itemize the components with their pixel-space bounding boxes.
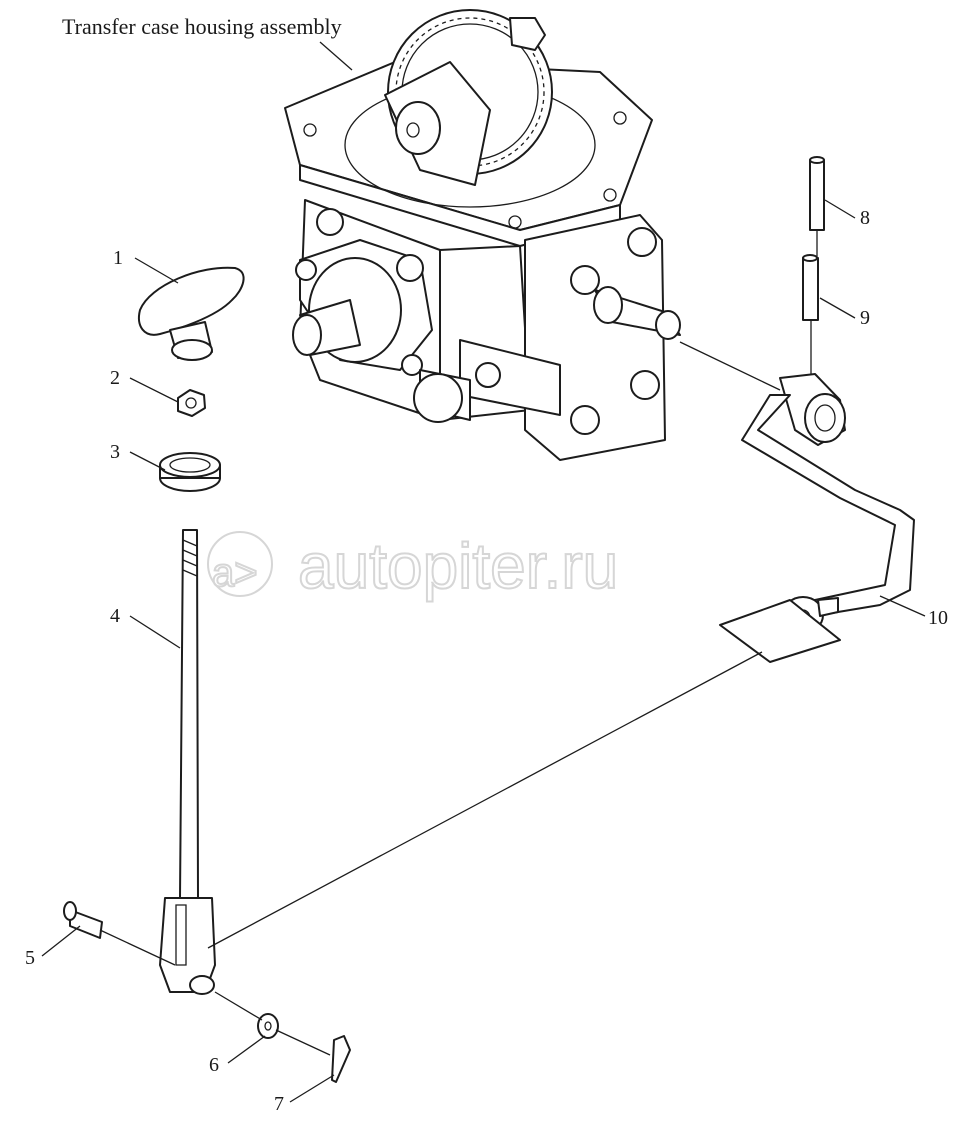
callout-2: 2 <box>110 367 120 389</box>
watermark-text: autopiter.ru <box>298 530 618 602</box>
connection-line-upper <box>679 341 781 391</box>
title-leader <box>319 41 353 71</box>
part-4-shift-rod <box>159 529 216 995</box>
connection-line <box>207 651 763 949</box>
diagram-title: Transfer case housing assembly <box>62 14 342 39</box>
watermark: a> autopiter.ru <box>207 529 619 603</box>
watermark-logo-icon <box>207 531 273 597</box>
callout-8: 8 <box>860 207 870 229</box>
gear <box>384 9 553 186</box>
part-5-clevis-pin <box>63 901 176 966</box>
watermark-logo: a> <box>212 551 258 595</box>
callout-10: 10 <box>928 607 948 629</box>
section-cut-plane <box>719 599 841 663</box>
part-6-washer <box>214 991 331 1056</box>
callout-1: 1 <box>113 247 123 269</box>
part-10-shift-lever <box>741 373 915 634</box>
part-1-shift-knob <box>138 266 245 361</box>
transfer-case-housing <box>284 9 681 461</box>
callout-3: 3 <box>110 441 120 463</box>
part-2-nut <box>177 389 206 417</box>
part-7-cotter-pin <box>331 1035 351 1083</box>
callout-leaders <box>41 199 926 1103</box>
callout-4: 4 <box>110 605 120 627</box>
callout-7: 7 <box>274 1093 284 1115</box>
part-8-pin <box>809 156 825 231</box>
part-9-pin <box>802 254 819 321</box>
callout-5: 5 <box>25 947 35 969</box>
part-3-boot <box>159 452 221 492</box>
callout-9: 9 <box>860 307 870 329</box>
callout-6: 6 <box>209 1054 219 1076</box>
